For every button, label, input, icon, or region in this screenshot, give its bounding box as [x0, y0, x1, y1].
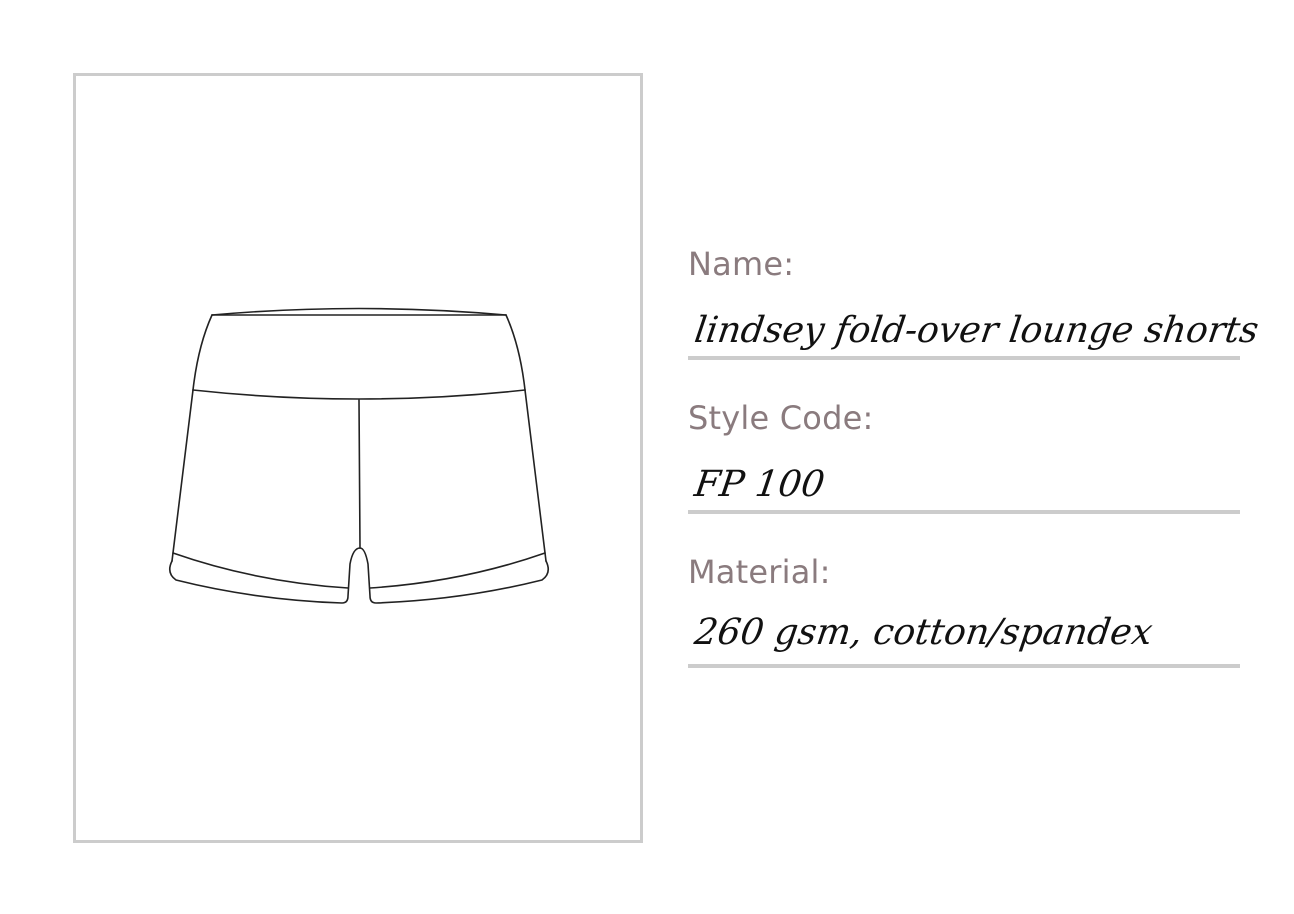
left-leg-hem: [168, 547, 361, 604]
waistband-right-side: [505, 314, 526, 391]
material-value: 260 gsm, cotton/spandex: [692, 612, 1156, 653]
left-side-seam: [171, 389, 194, 562]
center-seam: [358, 399, 361, 549]
waistband-seam: [192, 389, 526, 400]
waistband-left-side: [192, 314, 213, 391]
name-value: lindsey fold-over lounge shorts: [692, 310, 1262, 351]
waistband-curve: [211, 307, 507, 316]
name-underline: [688, 356, 1240, 360]
style-code-label: Style Code:: [688, 399, 874, 437]
shorts-sketch: [168, 307, 550, 604]
style-code-underline: [688, 510, 1240, 514]
left-leg-hem-band: [172, 552, 349, 589]
material-underline: [688, 664, 1240, 668]
garment-sketch-frame: [73, 73, 643, 843]
style-code-value: FP 100: [692, 464, 828, 505]
name-label: Name:: [688, 245, 795, 283]
right-leg-hem: [359, 547, 550, 604]
material-label: Material:: [688, 553, 831, 591]
right-side-seam: [524, 389, 547, 562]
right-leg-hem-band: [369, 552, 546, 589]
